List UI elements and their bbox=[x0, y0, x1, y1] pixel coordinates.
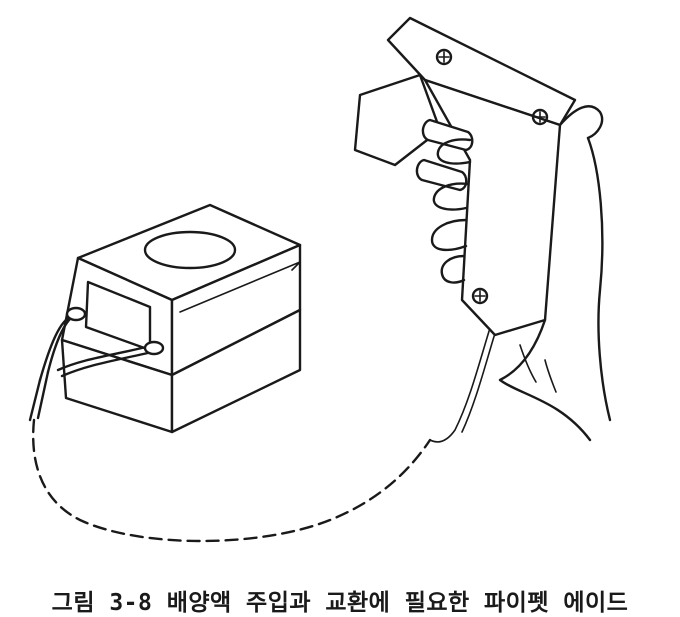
trigger-lower bbox=[415, 158, 468, 192]
screw-bottom-icon bbox=[471, 287, 489, 305]
screw-bottom-slot bbox=[474, 290, 486, 302]
screw-top-icon bbox=[435, 48, 453, 66]
hand-thumb bbox=[558, 105, 604, 140]
charger-box bbox=[60, 203, 302, 434]
screw-middle-icon bbox=[531, 108, 549, 126]
pipette-upper-body bbox=[386, 16, 577, 127]
hand-palm bbox=[498, 136, 612, 442]
pipette-cord bbox=[429, 327, 497, 443]
trigger-upper bbox=[421, 118, 474, 152]
pipette-aid bbox=[353, 16, 577, 337]
plug-right-tip bbox=[143, 340, 165, 356]
hand-finger-2 bbox=[432, 182, 470, 211]
hand-finger-1 bbox=[436, 138, 472, 165]
plug-joined-cord bbox=[28, 370, 50, 422]
screw-middle-slot bbox=[534, 111, 546, 123]
hand-finger-4 bbox=[440, 254, 466, 284]
charger-well bbox=[143, 230, 237, 270]
plug-left-tip bbox=[65, 306, 87, 322]
dashed-power-cord bbox=[32, 418, 432, 543]
figure-caption: 그림 3-8 배양액 주입과 교환에 필요한 파이펫 에이드 bbox=[51, 590, 629, 616]
hand-finger-3 bbox=[430, 218, 468, 252]
power-plug bbox=[28, 306, 165, 422]
charger-lid-seam bbox=[179, 261, 301, 313]
hand-creases bbox=[519, 344, 557, 393]
screw-top-slot bbox=[438, 51, 450, 63]
pipette-nozzle bbox=[353, 73, 442, 167]
pipette-aid-illustration bbox=[28, 16, 612, 543]
charger-base-side bbox=[170, 308, 302, 434]
plug-right bbox=[56, 344, 154, 378]
hand bbox=[430, 105, 612, 442]
